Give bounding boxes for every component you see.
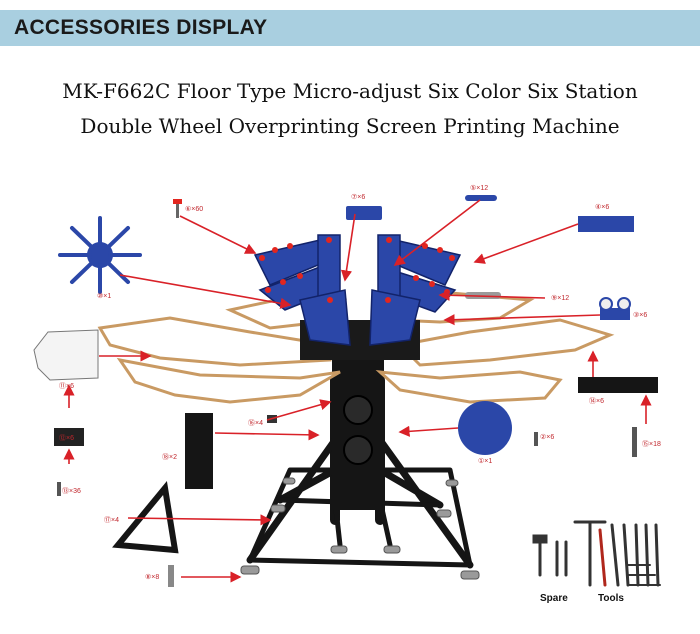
callout-18: ⑱×2 [162,454,177,461]
pallet-clamp-part [54,428,84,446]
callout-2: ②×6 [540,434,555,441]
callout-4: ④×6 [595,204,610,211]
callout-15: ⑮×18 [642,441,661,448]
callout-10: ⑩×1 [97,293,112,300]
callout-9: ⑨×12 [551,295,570,302]
index-disc-part [458,401,512,455]
bolt-part [534,432,538,446]
spare-label: Spare [540,593,568,604]
callout-8: ⑧×8 [145,574,160,581]
spare-tools-set [532,520,661,587]
micro-adjust-block-part [599,297,631,320]
red-knob-part [173,199,182,218]
mount-plate-part [185,413,213,489]
long-screw-part [632,427,637,457]
callout-12: ⑫×6 [59,435,74,442]
callout-14: ⑭×6 [589,398,604,405]
rail-part [578,377,658,393]
product-title-line-2: Double Wheel Overprinting Screen Printin… [80,114,620,138]
section-banner: ACCESSORIES DISPLAY [0,10,700,46]
screen-clamp-part [346,206,382,220]
callout-1: ①×1 [478,458,493,465]
product-title-line-1: MK-F662C Floor Type Micro-adjust Six Col… [62,79,638,103]
callout-16: ⑯×4 [248,420,263,427]
callout-17: ⑰×4 [104,517,119,524]
banner-title: ACCESSORIES DISPLAY [14,16,268,39]
floor-frame [246,360,474,569]
callout-3: ③×6 [633,312,648,319]
leveling-feet [240,477,480,580]
callout-arrows [63,199,652,583]
callout-11: ⑪×6 [59,383,74,390]
callout-7: ⑦×6 [351,194,366,201]
leveling-foot-part [168,565,174,587]
center-wheel-part [58,216,142,294]
callout-6: ⑥×60 [185,206,204,213]
callout-13: ⑬×36 [62,488,81,495]
screen-arms [253,234,462,346]
tools-label: Tools [598,593,624,604]
screen-holder-part [578,216,634,232]
callout-5: ⑤×12 [470,185,489,192]
pallet-board-part [33,329,99,381]
screw-part [57,482,61,496]
link-plate-part [465,195,497,201]
